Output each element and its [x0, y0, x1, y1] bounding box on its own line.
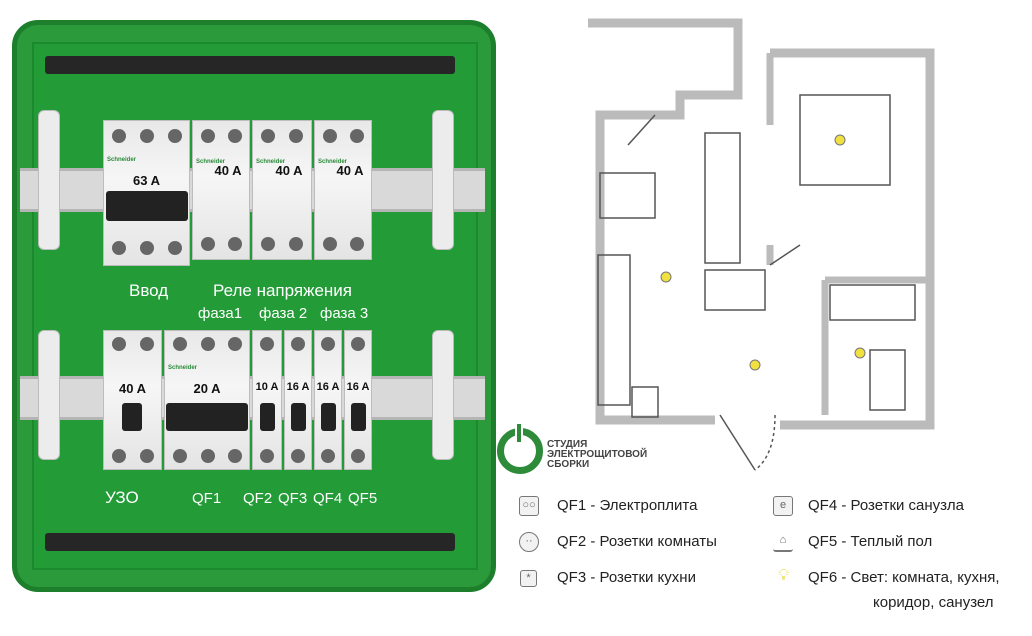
stove [631, 386, 659, 418]
qf2-label: QF2 [243, 490, 273, 507]
qf5-label: QF5 [348, 490, 378, 507]
rating-label: 16 A [346, 381, 370, 393]
voltage-relay-phase3[interactable]: Schneider 40 A [314, 120, 372, 260]
brand-label: Schneider [318, 159, 348, 165]
rating-label: 40 A [336, 163, 364, 178]
breaker-lever[interactable] [106, 191, 188, 221]
qf4-breaker[interactable]: 16 A [314, 330, 342, 470]
sofa [704, 132, 741, 264]
toilet [869, 349, 906, 411]
bathtub [829, 284, 916, 321]
legend-qf1: QF1 - Электроплита [557, 497, 698, 514]
bed [799, 94, 891, 186]
stove-icon: ○○ [519, 496, 539, 516]
breaker-lever[interactable] [260, 403, 275, 431]
breaker-lever[interactable] [351, 403, 366, 431]
wall [770, 48, 935, 430]
rating-label: 40 A [214, 163, 242, 178]
floor-plan [588, 18, 935, 471]
rating-label: 63 A [133, 173, 160, 188]
qf4-label: QF4 [313, 490, 343, 507]
breaker-lever[interactable] [166, 403, 248, 431]
rating-label: 10 A [255, 381, 279, 393]
wardrobe [704, 269, 766, 311]
wall [766, 53, 930, 415]
kitchen-outlet-icon: * [520, 570, 537, 587]
bulb-icon [854, 347, 866, 359]
brand-label: Schneider [196, 159, 226, 165]
legend-qf4: QF4 - Розетки санузла [808, 497, 964, 514]
bulb-icon [660, 271, 672, 283]
relay-label: Реле напряжения [213, 281, 353, 300]
legend-qf5: QF5 - Теплый пол [808, 533, 933, 550]
legend-qf6: QF6 - Свет: комната, кухня, [808, 569, 1000, 586]
bathroom-outlet-icon: e [773, 496, 793, 516]
busbar-top [45, 56, 455, 74]
rcd-lever[interactable] [122, 403, 142, 431]
input-label: Ввод [129, 281, 169, 300]
logo-power-bar [515, 422, 523, 444]
bulb-icon [834, 134, 846, 146]
rating-label: 16 A [316, 381, 340, 393]
rcd-40a[interactable]: 40 A [103, 330, 162, 470]
rail-bracket [38, 110, 60, 250]
outlet-icon: ·· [519, 532, 539, 552]
table [599, 172, 656, 219]
qf3-breaker[interactable]: 16 A [284, 330, 312, 470]
rating-label: 16 A [286, 381, 310, 393]
phase2-label: фаза 2 [259, 305, 308, 322]
kitchen-counter [597, 254, 631, 406]
busbar-bottom [45, 533, 455, 551]
rail-bracket [432, 110, 454, 250]
qf3-label: QF3 [278, 490, 308, 507]
brand-label: Schneider [168, 365, 198, 371]
door [769, 244, 801, 266]
qf2-breaker[interactable]: 10 A [252, 330, 282, 470]
qf1-label: QF1 [192, 490, 222, 507]
balcony-door [627, 114, 656, 146]
rating-label: 40 A [119, 381, 146, 396]
breaker-lever[interactable] [291, 403, 306, 431]
rail-bracket [432, 330, 454, 460]
entrance-door [719, 414, 756, 471]
legend-qf6-cont: коридор, санузел [873, 594, 994, 611]
voltage-relay-phase1[interactable]: Schneider 40 A [192, 120, 250, 260]
input-breaker-63a[interactable]: Schneider 63 A [103, 120, 190, 266]
voltage-relay-phase2[interactable]: Schneider 40 A [252, 120, 312, 260]
breaker-lever[interactable] [321, 403, 336, 431]
rcd-label: УЗО [105, 488, 139, 507]
rating-label: 40 A [275, 163, 303, 178]
phase1-label: фаза1 [198, 305, 243, 322]
legend-qf2: QF2 - Розетки комнаты [557, 533, 717, 550]
heated-floor-icon: ⌂ [773, 532, 793, 552]
wall [588, 18, 743, 425]
qf5-breaker[interactable]: 16 A [344, 330, 372, 470]
phase3-label: фаза 3 [320, 305, 369, 322]
bulb-icon [749, 359, 761, 371]
rating-label: 20 A [193, 381, 221, 396]
bulb-icon: 💡︎ [778, 567, 790, 584]
brand-label: Schneider [256, 159, 286, 165]
legend-qf3: QF3 - Розетки кухни [557, 569, 696, 586]
rail-bracket [38, 330, 60, 460]
brand-label: Schneider [107, 157, 137, 163]
qf1-breaker[interactable]: Schneider 20 A [164, 330, 250, 470]
